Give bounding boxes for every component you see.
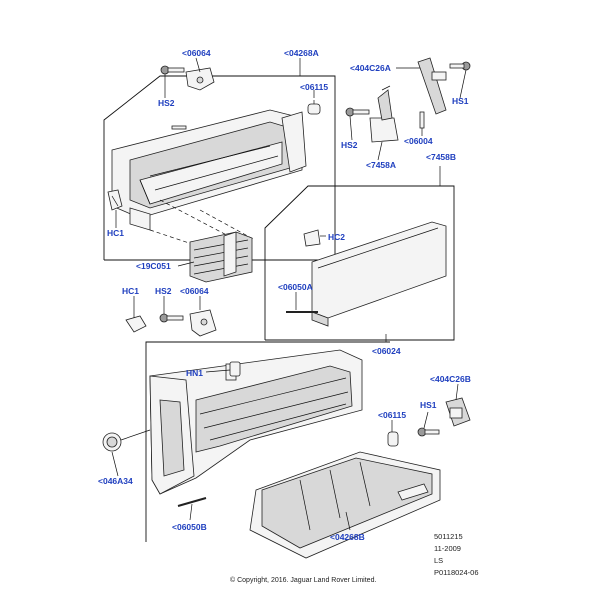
clip-06115-low bbox=[387, 431, 399, 447]
latch-7458a bbox=[369, 85, 399, 143]
clip-hc1-mid bbox=[125, 315, 147, 333]
screw-hs2-mid bbox=[345, 107, 370, 117]
label-404c26b: <404C26B bbox=[430, 374, 471, 384]
label-hc2: HC2 bbox=[328, 232, 345, 242]
label-06050b: <06050B bbox=[172, 522, 207, 532]
label-04268a: <04268A bbox=[284, 48, 319, 58]
pin-06004 bbox=[419, 111, 425, 129]
label-hs2-mid: HS2 bbox=[341, 140, 358, 150]
screw-hs2-row bbox=[159, 313, 184, 323]
storage-box-upper bbox=[111, 109, 307, 231]
label-hs1-top: HS1 bbox=[452, 96, 469, 106]
carrier-frame bbox=[149, 349, 363, 495]
lower-box-frame bbox=[145, 341, 390, 542]
lid-box-frame bbox=[264, 185, 455, 341]
footer-date: 11-2009 bbox=[434, 544, 461, 553]
fastener-hn1 bbox=[229, 361, 241, 377]
label-hn1: HN1 bbox=[186, 368, 203, 378]
rod-06050b bbox=[177, 497, 207, 507]
knob-046a34 bbox=[102, 429, 151, 452]
label-046a34: <046A34 bbox=[98, 476, 133, 486]
clip-hc2 bbox=[303, 229, 321, 247]
clip-hc1-top bbox=[107, 189, 123, 211]
label-hs2-row: HS2 bbox=[155, 286, 172, 296]
footer-ref: P0118024-06 bbox=[434, 568, 478, 577]
lid-panel-06024 bbox=[311, 221, 447, 327]
footer-block: 5011215 11-2009 LS P0118024-06 © Copyrig… bbox=[230, 532, 478, 584]
label-06024: <06024 bbox=[372, 346, 401, 356]
dashed-guide-2 bbox=[159, 199, 241, 243]
lock-404c26a bbox=[417, 57, 447, 115]
label-404c26a: <404C26A bbox=[350, 63, 391, 73]
screw-hs1-low bbox=[417, 427, 440, 437]
label-04268b: <04268B bbox=[330, 532, 365, 542]
callout-labels: <06064 HS2 <04268A <06115 HC1 <19C051 <4… bbox=[98, 48, 471, 542]
label-06064-mid: <06064 bbox=[180, 286, 209, 296]
lock-404c26b bbox=[445, 397, 471, 427]
label-06050a: <06050A bbox=[278, 282, 313, 292]
insert-19c051 bbox=[189, 231, 253, 283]
label-19c051: <19C051 bbox=[136, 261, 171, 271]
label-7458b: <7458B bbox=[426, 152, 456, 162]
label-hs1-low: HS1 bbox=[420, 400, 437, 410]
label-06064-top: <06064 bbox=[182, 48, 211, 58]
footer-initials: LS bbox=[434, 556, 443, 565]
screw-hs1-top bbox=[449, 61, 471, 71]
label-7458a: <7458A bbox=[366, 160, 396, 170]
label-hc1-mid: HC1 bbox=[122, 286, 139, 296]
dashed-guide-3 bbox=[199, 209, 256, 241]
leader-lines bbox=[111, 57, 467, 531]
label-06115-top: <06115 bbox=[300, 82, 328, 92]
upper-box-frame bbox=[103, 75, 336, 261]
label-06115-low: <06115 bbox=[378, 410, 406, 420]
label-hc1-top: HC1 bbox=[107, 228, 124, 238]
footer-code: 5011215 bbox=[434, 532, 463, 541]
clip-06115-top bbox=[307, 100, 321, 115]
label-06004: <06004 bbox=[404, 136, 433, 146]
copyright-text: © Copyright, 2016. Jaguar Land Rover Lim… bbox=[230, 576, 376, 584]
bracket-06064-top bbox=[185, 67, 215, 91]
label-hs2-top: HS2 bbox=[158, 98, 175, 108]
bracket-06064-mid bbox=[189, 309, 217, 337]
glovebox-04268b bbox=[249, 451, 441, 559]
screw-hs2-top bbox=[160, 65, 185, 75]
